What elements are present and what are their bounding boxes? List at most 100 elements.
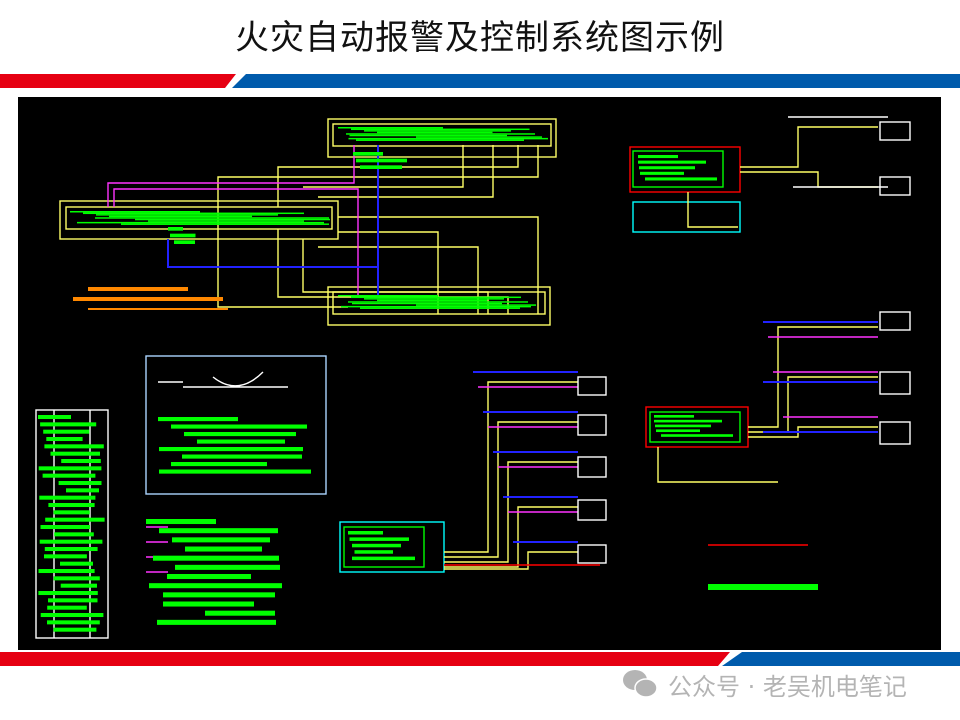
cad-annotation <box>349 134 507 137</box>
cad-annotation <box>61 459 101 464</box>
cad-annotation <box>47 620 100 625</box>
cad-annotation <box>377 299 487 302</box>
cad-annotation <box>159 447 303 452</box>
cad-annotation <box>44 444 104 449</box>
cad-annotation <box>42 473 96 478</box>
cad-annotation <box>163 592 275 598</box>
cad-annotation <box>655 424 711 428</box>
cad-annotation <box>353 152 383 156</box>
cad-annotation <box>351 128 530 131</box>
cad-annotation <box>175 564 280 570</box>
cad-annotation <box>364 130 511 132</box>
cad-annotation <box>638 160 706 164</box>
cad-annotation <box>416 136 542 138</box>
cad-annotation <box>377 131 493 134</box>
cad-annotation <box>341 305 531 308</box>
cad-annotation <box>351 296 521 299</box>
cad-annotation <box>38 569 95 574</box>
cad-annotation <box>47 605 87 610</box>
cad-annotation <box>45 517 105 522</box>
cad-annotation <box>356 139 524 141</box>
cad-annotation <box>346 133 535 135</box>
cad-annotation <box>348 531 383 535</box>
cad-annotation <box>163 601 254 607</box>
cad-annotation <box>60 561 93 566</box>
cad-annotation <box>40 422 97 427</box>
cad-annotation <box>168 227 183 231</box>
cad-annotation <box>109 215 252 218</box>
cad-annotation <box>46 437 83 442</box>
cad-annotation <box>184 432 296 437</box>
cad-annotation <box>159 528 278 534</box>
cad-annotation <box>77 221 324 224</box>
cad-annotation <box>157 619 276 625</box>
cad-annotation <box>146 519 216 525</box>
cad-annotation <box>364 298 504 300</box>
cad-annotation <box>640 171 684 175</box>
cad-annotation <box>58 481 102 486</box>
cad-annotation <box>159 469 311 474</box>
cad-annotation <box>70 211 200 213</box>
cad-annotation <box>654 415 694 418</box>
cad-annotation <box>95 217 329 219</box>
bottom-stripe <box>0 652 960 666</box>
cad-annotation <box>135 218 330 221</box>
cad-annotation <box>338 127 443 129</box>
cad-annotation <box>48 503 95 508</box>
top-stripe <box>0 74 960 88</box>
cad-annotation <box>352 556 415 561</box>
cad-annotation <box>54 532 94 537</box>
watermark-text: 公众号 · 老吴机电笔记 <box>668 672 907 701</box>
cad-annotation <box>416 304 536 306</box>
cad-annotation <box>38 466 102 471</box>
cad-annotation <box>53 510 90 515</box>
cad-annotation <box>60 583 97 588</box>
cad-annotation <box>185 546 262 552</box>
cad-annotation <box>171 462 267 467</box>
cad-annotation <box>354 550 393 554</box>
cad-annotation <box>182 454 302 459</box>
cad-annotation <box>38 591 98 596</box>
cad-annotation <box>44 554 87 559</box>
cad-annotation <box>50 451 100 456</box>
fire-alarm-system-diagram <box>35 116 911 639</box>
cad-annotation <box>205 610 275 616</box>
cad-annotation <box>39 539 103 544</box>
cad-annotation <box>148 220 304 222</box>
slide-title: 火灾自动报警及控制系统图示例 <box>235 18 725 58</box>
cad-annotation <box>48 598 98 603</box>
cad-annotation <box>158 417 238 422</box>
cad-annotation <box>40 613 104 618</box>
cad-annotation <box>661 434 733 437</box>
cad-annotation <box>197 439 285 444</box>
cad-annotation <box>153 555 279 561</box>
wechat-icon <box>623 670 658 698</box>
cad-annotation <box>654 419 722 423</box>
cad-annotation <box>43 429 90 434</box>
cad-annotation <box>96 214 278 216</box>
cad-drawing <box>18 97 941 650</box>
cad-annotation <box>360 165 402 169</box>
cad-annotation <box>356 158 407 163</box>
cad-annotation <box>39 495 96 500</box>
cad-annotation <box>352 543 401 548</box>
cad-annotation <box>53 576 100 581</box>
cad-annotation <box>639 166 695 170</box>
cad-annotation <box>170 233 196 238</box>
cad-annotation <box>352 302 502 305</box>
watermark: 公众号 · 老吴机电笔记 <box>622 664 907 704</box>
cad-annotation <box>83 212 304 215</box>
cad-annotation <box>40 525 90 530</box>
cad-annotation <box>174 240 195 244</box>
cad-annotation <box>121 223 329 225</box>
cad-annotation <box>348 137 548 140</box>
cad-annotation <box>349 537 409 541</box>
cad-annotation <box>38 415 71 420</box>
cad-annotation <box>66 488 99 493</box>
cad-annotation <box>348 301 528 303</box>
cad-annotation <box>172 537 270 543</box>
cad-annotation <box>645 177 717 181</box>
cad-annotation <box>338 295 438 297</box>
cad-annotation <box>53 627 97 632</box>
cad-annotation <box>656 429 700 433</box>
